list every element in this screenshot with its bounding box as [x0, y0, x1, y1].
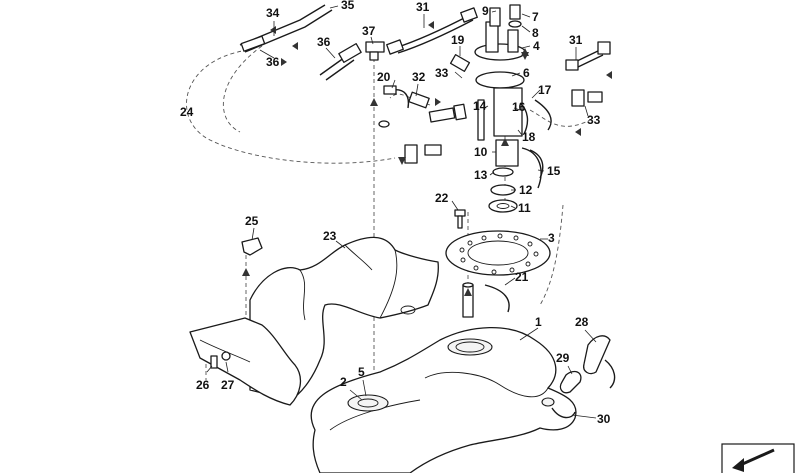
callout-12: 12 — [519, 183, 533, 197]
connector-part-33-right — [571, 89, 603, 107]
callout-23: 23 — [323, 229, 337, 243]
callout-3: 3 — [548, 231, 555, 245]
callout-33-right: 33 — [587, 113, 601, 127]
hose-part-15 — [529, 149, 544, 179]
callout-27: 27 — [221, 378, 235, 392]
locking-ring-part-3 — [445, 230, 551, 276]
callout-9: 9 — [482, 4, 489, 18]
leader-lines — [206, 5, 597, 419]
splash-shield-part-23 — [249, 236, 439, 401]
callout-labels: 1 2 3 4 5 6 7 8 9 10 11 12 13 14 15 16 1… — [180, 0, 611, 426]
hose-part-28 — [583, 335, 611, 375]
hose-part-29 — [559, 370, 582, 394]
connector-part-19 — [449, 54, 471, 72]
callout-20: 20 — [377, 70, 391, 84]
hose-part-17 — [534, 99, 552, 131]
callout-14: 14 — [473, 99, 487, 113]
callout-17: 17 — [538, 83, 552, 97]
callout-30: 30 — [597, 412, 611, 426]
callout-8: 8 — [532, 26, 539, 40]
connector-part-20 — [378, 85, 410, 128]
callout-6: 6 — [523, 66, 530, 80]
callout-21: 21 — [515, 270, 529, 284]
t-connector-part-37 — [365, 41, 385, 61]
callout-36-lower: 36 — [266, 55, 280, 69]
fuel-line-part-31-right — [565, 41, 611, 71]
connector-left-lower — [404, 144, 442, 164]
screw-part-22 — [454, 209, 466, 229]
bracket-part-25 — [241, 237, 263, 256]
callout-7: 7 — [532, 10, 539, 24]
callout-34: 34 — [266, 6, 280, 20]
fuel-pump-module — [474, 21, 542, 213]
callout-10: 10 — [474, 145, 488, 159]
callout-32: 32 — [412, 70, 426, 84]
fuel-line-part-34 — [239, 4, 333, 53]
callout-22: 22 — [435, 191, 449, 205]
callout-33-left: 33 — [435, 66, 449, 80]
callout-11: 11 — [518, 201, 531, 215]
bolt-part-26 — [210, 351, 231, 369]
callout-16: 16 — [512, 100, 526, 114]
callout-36-upper: 36 — [317, 35, 331, 49]
callout-13: 13 — [474, 168, 488, 182]
callout-35: 35 — [341, 0, 355, 12]
clamp-part-30 — [551, 359, 616, 419]
callout-19: 19 — [451, 33, 465, 47]
callout-31-top: 31 — [416, 0, 430, 14]
fuel-line-part-31 — [386, 7, 478, 55]
fuel-line-part-36 — [319, 43, 362, 81]
callout-1: 1 — [535, 315, 542, 329]
callout-37: 37 — [362, 24, 376, 38]
callout-26: 26 — [196, 378, 210, 392]
fuel-tank-part-1 — [310, 326, 577, 473]
flow-arrows — [242, 21, 612, 296]
callout-15: 15 — [547, 164, 561, 178]
tank-flange-part-2 — [347, 394, 389, 412]
callout-2: 2 — [340, 375, 347, 389]
callout-18: 18 — [522, 130, 536, 144]
sender-top-parts — [489, 4, 522, 28]
connector-part-32 — [408, 91, 430, 109]
callout-31-right: 31 — [569, 33, 583, 47]
callout-28: 28 — [575, 315, 589, 329]
corner-return-arrow-icon[interactable] — [721, 443, 795, 473]
heat-shield-part — [189, 317, 302, 406]
callout-25: 25 — [245, 214, 259, 228]
callout-4: 4 — [533, 39, 540, 53]
ring-holes — [459, 233, 539, 275]
sleeve-part-21 — [462, 282, 510, 318]
callout-5: 5 — [358, 365, 365, 379]
connector-part-33-left — [428, 103, 467, 123]
callout-29: 29 — [556, 351, 570, 365]
callout-24: 24 — [180, 105, 194, 119]
